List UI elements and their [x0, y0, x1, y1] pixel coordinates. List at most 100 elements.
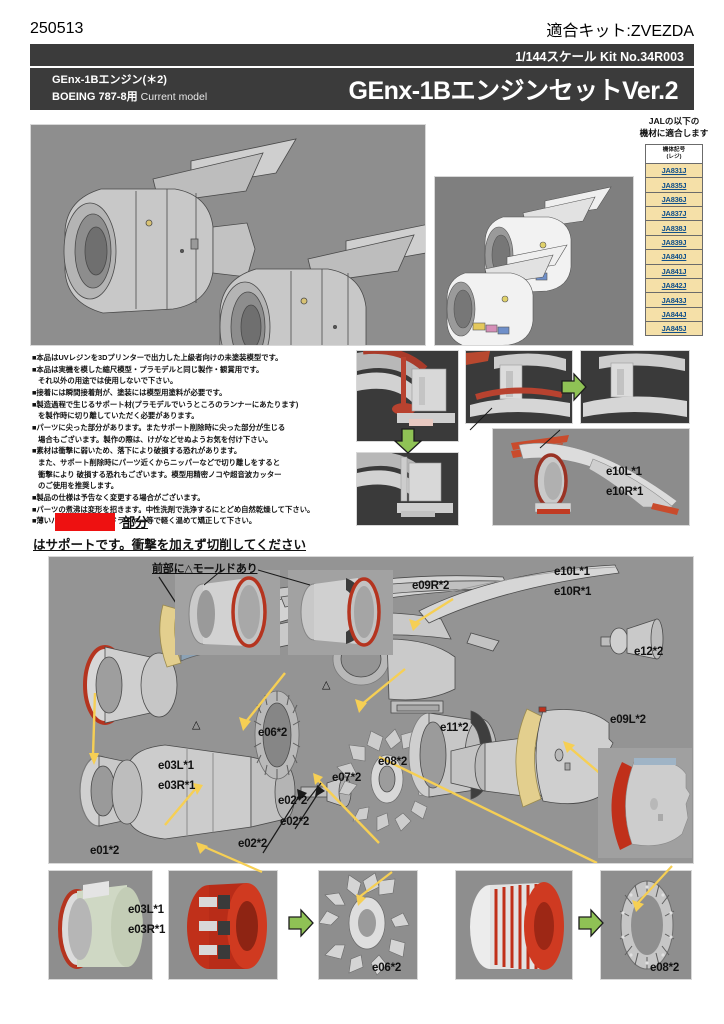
note-line: を製作時に切り離していただく必要があります。: [38, 411, 199, 421]
painted-engine-render: [435, 177, 633, 345]
hero-render-panel: [30, 124, 426, 346]
registration-row[interactable]: JA843J: [646, 293, 702, 308]
registration-row[interactable]: JA838J: [646, 221, 702, 236]
part-label-e02-c: e02*2: [278, 795, 308, 807]
note-line: ■素材は衝撃に弱いため、落下により破損する恐れがあります。: [32, 446, 242, 456]
note-line: のご使用を推奨します。: [38, 481, 119, 491]
jal-col-header-line2: (レジ): [666, 153, 682, 160]
jal-registration-table: 機体記号 (レジ) JA831J JA835J JA836J JA837J JA…: [645, 144, 703, 337]
jal-heading-line2: 機材に適合します: [639, 127, 709, 138]
triangle-mark-mid: △: [322, 679, 331, 691]
bottom-label-e03L: e03L*1: [128, 904, 164, 916]
pylon-detail-render: [493, 429, 689, 525]
part-label-e03L: e03L*1: [158, 760, 194, 772]
caution-notes-block: ■本品はUVレジンを3Dプリンターで出力した上級者向けの未塗装模型です。 ■本品…: [32, 352, 357, 527]
part-label-e03R: e03R*1: [158, 780, 196, 792]
note-line: ■パーツに尖った部分があります。またサポート削除時に尖った部分が生じる: [32, 422, 286, 432]
note-line: ■接着には瞬間接着剤が、塗装には模型用塗料が必要です。: [32, 387, 227, 397]
hero-engine-render: [31, 125, 425, 345]
jal-heading-line1: JALの以下の: [648, 116, 700, 126]
part-label-e12: e12*2: [634, 646, 664, 658]
note-line: ■本品は実機を模した縮尺模型・プラモデルと同じ製作・観賞用です。: [32, 364, 264, 374]
registration-row[interactable]: JA836J: [646, 192, 702, 208]
bottom-label-e03R: e03R*1: [128, 924, 166, 936]
e06-fan-render: [319, 871, 417, 979]
note-line: それ以外の用途では使用しないで下さい。: [38, 376, 178, 386]
jal-compat-heading: JALの以下の 機材に適合します: [628, 116, 720, 139]
triangle-mark-left: △: [192, 719, 201, 731]
photo-panel-e06-supported: [168, 870, 278, 980]
part-label-e10L: e10L*1: [554, 566, 590, 578]
scale-bar: 1/144スケール Kit No.34R003: [30, 44, 694, 66]
bottom-label-e08: e08*2: [650, 962, 680, 974]
detail-label-e10L: e10L*1: [606, 466, 642, 478]
jal-table-header: 機体記号 (レジ): [646, 145, 702, 164]
flow-arrow-down-icon: [393, 428, 423, 458]
part-label-e02-a: e02*2: [238, 838, 268, 850]
model-state: Current model: [140, 91, 208, 103]
meta-row: 250513 適合キット:ZVEZDA: [30, 20, 694, 40]
registration-row[interactable]: JA844J: [646, 307, 702, 323]
registration-row[interactable]: JA831J: [646, 163, 702, 179]
photo-panel-e08-supported: [455, 870, 573, 980]
exploded-diagram-panel: [48, 556, 694, 864]
registration-row[interactable]: JA845J: [646, 322, 702, 337]
detail-panel-support-after: [356, 452, 459, 526]
note-line: ■薄いパーツの変形は、ドライヤー等で軽く温めて矯正して下さい。: [32, 516, 257, 526]
support-before-render: [357, 351, 458, 441]
registration-row[interactable]: JA840J: [646, 250, 702, 265]
part-label-e02-b: e02*2: [280, 816, 310, 828]
title-subtext: GEnx-1Bエンジン(＊2) BOEING 787-8用 Current mo…: [30, 72, 330, 106]
photo-panel-e03: [48, 870, 153, 980]
document-number: 250513: [30, 20, 84, 37]
e08-supported-render: [456, 871, 572, 979]
registration-row[interactable]: JA837J: [646, 207, 702, 222]
note-line: ■本品はUVレジンを3Dプリンターで出力した上級者向けの未塗装模型です。: [32, 353, 283, 362]
ring-rear-render: [288, 570, 393, 655]
detail-panel-ring-rear: [288, 570, 393, 655]
support-legend: 部分 はサポートです。衝撃を加えず切削してください: [33, 512, 365, 553]
e03-part-render: [49, 871, 152, 979]
compatible-kit-label: 適合キット:ZVEZDA: [546, 23, 694, 40]
part-label-e09L: e09L*2: [610, 714, 646, 726]
registration-row[interactable]: JA835J: [646, 178, 702, 193]
detail-panel-cut-after: [580, 350, 690, 424]
note-line: 場合もございます。製作の際は、けがなどせぬようお気を付け下さい。: [38, 434, 273, 444]
part-label-e01: e01*2: [90, 845, 120, 857]
title-bar: GEnx-1Bエンジン(＊2) BOEING 787-8用 Current mo…: [30, 68, 694, 110]
scale-kit-number: 1/144スケール Kit No.34R003: [515, 49, 684, 64]
part-label-e10R: e10R*1: [554, 586, 592, 598]
part-label-e08: e08*2: [378, 756, 408, 768]
flow-arrow-right-icon: [578, 908, 604, 938]
detail-panel-pylon: [492, 428, 690, 526]
bottom-label-e06: e06*2: [372, 962, 402, 974]
cut-before-render: [466, 351, 572, 423]
detail-panel-cowl-support: [598, 748, 692, 858]
page-title: GEnx-1BエンジンセットVer.2: [348, 77, 679, 105]
registration-row[interactable]: JA842J: [646, 278, 702, 294]
photo-panel-e06-clean: [318, 870, 418, 980]
detail-label-e10R: e10R*1: [606, 486, 644, 498]
note-line: また、サポート削除時にパーツ近くからニッパーなどで切り離しをすると: [38, 457, 281, 467]
aircraft-application: BOEING 787-8用: [52, 91, 138, 103]
support-legend-text: はサポートです。衝撃を加えず切削してください: [33, 538, 307, 552]
e06-supported-render: [169, 871, 277, 979]
support-after-render: [357, 453, 458, 525]
flow-arrow-right-icon: [561, 372, 587, 402]
detail-panel-support-before: [356, 350, 459, 442]
detail-panel-ring-front: [175, 570, 280, 655]
mold-note-label: 前部に△モールドあり: [152, 563, 258, 575]
support-color-swatch: [55, 512, 115, 531]
registration-row[interactable]: JA839J: [646, 235, 702, 251]
note-line: 衝撃により 破損する恐れもございます。模型用精密ノコや超音波カッター: [38, 469, 282, 479]
note-line: ■パーツの煮沸は変形を招きます。中性洗剤で洗浄するにとどめ自然乾燥して下さい。: [32, 504, 315, 514]
flow-arrow-right-icon: [288, 908, 314, 938]
part-label-e06: e06*2: [258, 727, 288, 739]
hero-render-panel-secondary: [434, 176, 634, 346]
note-line: ■製品の仕様は予告なく変更する場合がございます。: [32, 492, 205, 502]
cowl-support-render: [598, 748, 692, 858]
part-label-e07: e07*2: [332, 772, 362, 784]
jal-col-header-line1: 機体記号: [662, 147, 686, 153]
registration-row[interactable]: JA841J: [646, 264, 702, 279]
